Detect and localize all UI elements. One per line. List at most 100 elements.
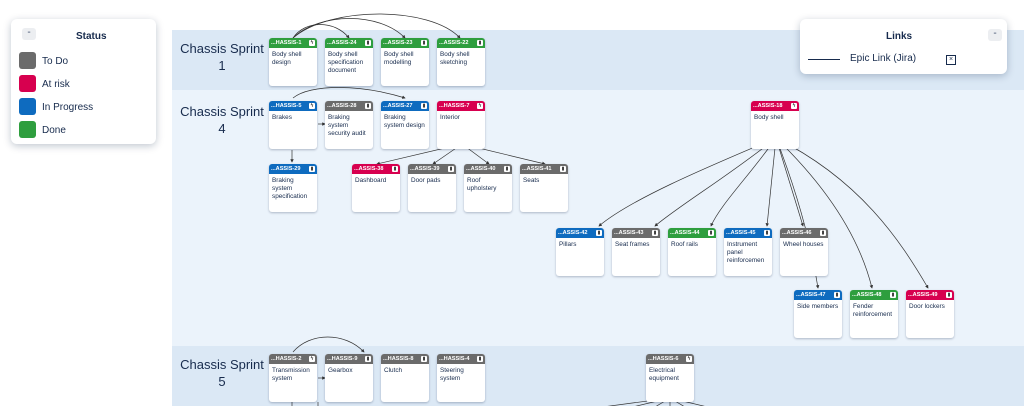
issue-key: ...ASSIS-24	[327, 40, 357, 46]
lightning-icon: ϟ	[686, 356, 692, 362]
issue-key: ...HASSIS-7	[439, 103, 470, 109]
issue-card-chassis-38[interactable]: ...ASSIS-38▮ Dashboard	[352, 164, 400, 212]
legend-label: At risk	[42, 79, 70, 90]
lightning-icon: ϟ	[477, 103, 483, 109]
issue-key: ...ASSIS-49	[908, 292, 938, 298]
card-header: ...ASSIS-43 ▮	[612, 228, 660, 238]
issue-card-chassis-4[interactable]: ...HASSIS-4▮ Steering system	[437, 354, 485, 402]
bookmark-icon: ▮	[652, 230, 658, 236]
issue-card-chassis-29[interactable]: ...ASSIS-29▮ Braking system specificatio…	[269, 164, 317, 212]
bookmark-icon: ▮	[448, 166, 454, 172]
card-header: ...HASSIS-8▮	[381, 354, 429, 364]
issue-title: Brakes	[272, 114, 292, 121]
epic-link-line-sample	[808, 59, 840, 60]
issue-title: Clutch	[384, 367, 403, 374]
issue-card-chassis-28[interactable]: ...ASSIS-28▮ Braking system security aud…	[325, 101, 373, 149]
issue-key: ...ASSIS-41	[522, 166, 552, 172]
issue-card-chassis-43[interactable]: ...ASSIS-43 ▮ Seat frames	[612, 228, 660, 276]
card-header: ...ASSIS-24▮	[325, 38, 373, 48]
card-header: ...ASSIS-47 ▮	[794, 290, 842, 300]
status-swatch	[19, 52, 36, 69]
issue-title: Electrical equipment	[649, 367, 679, 382]
bookmark-icon: ▮	[309, 166, 315, 172]
bookmark-icon: ▮	[820, 230, 826, 236]
issue-title: Door lockers	[909, 303, 945, 310]
issue-key: ...ASSIS-47	[796, 292, 826, 298]
issue-title: Seat frames	[615, 241, 650, 248]
issue-card-chassis-42[interactable]: ...ASSIS-42▮ Pillars	[556, 228, 604, 276]
issue-key: ...ASSIS-43	[614, 230, 644, 236]
card-header: ...ASSIS-49▮	[906, 290, 954, 300]
close-box-icon[interactable]: ×	[946, 55, 956, 65]
epic-link-label: Epic Link (Jira)	[850, 53, 917, 64]
issue-title: Pillars	[559, 241, 577, 248]
issue-card-chassis-47[interactable]: ...ASSIS-47 ▮ Side members	[794, 290, 842, 338]
links-panel-title: Links	[886, 31, 913, 42]
lightning-icon: ϟ	[309, 103, 315, 109]
links-collapse-button[interactable]: -	[988, 29, 1002, 41]
issue-card-chassis-49[interactable]: ...ASSIS-49▮ Door lockers	[906, 290, 954, 338]
issue-card-chassis-40[interactable]: ...ASSIS-40▮ Roof upholstery	[464, 164, 512, 212]
bookmark-icon: ▮	[890, 292, 896, 298]
issue-card-chassis-9[interactable]: ...HASSIS-9▮ Gearbox	[325, 354, 373, 402]
issue-title: Door pads	[411, 177, 441, 184]
status-swatch	[19, 121, 36, 138]
status-legend-panel: - Status To Do At risk In Progress Done	[11, 19, 156, 144]
card-header: ...ASSIS-29▮	[269, 164, 317, 174]
card-header: ...ASSIS-23 ▮	[381, 38, 429, 48]
issue-card-chassis-23[interactable]: ...ASSIS-23▮ Body shell modelling	[381, 38, 429, 86]
bookmark-icon: ▮	[596, 230, 602, 236]
issue-card-chassis-44[interactable]: ...ASSIS-44▮ Roof rails	[668, 228, 716, 276]
issue-card-chassis-39[interactable]: ...ASSIS-39▮ Door pads	[408, 164, 456, 212]
lightning-icon: ϟ	[309, 40, 315, 46]
issue-card-chassis-8[interactable]: ...HASSIS-8▮ Clutch	[381, 354, 429, 402]
issue-title: Braking system specification	[272, 177, 308, 200]
issue-card-chassis-41[interactable]: ...ASSIS-41▮ Seats	[520, 164, 568, 212]
bookmark-icon: ▮	[708, 230, 714, 236]
issue-key: ...ASSIS-27	[383, 103, 413, 109]
issue-card-chassis-24[interactable]: ...ASSIS-24▮ Body shell specification do…	[325, 38, 373, 86]
issue-card-chassis-22[interactable]: ...ASSIS-22▮ Body shell sketching	[437, 38, 485, 86]
issue-card-chassis-48[interactable]: ...ASSIS-48▮ Fender reinforcement	[850, 290, 898, 338]
issue-title: Gearbox	[328, 367, 353, 374]
legend-label: Done	[42, 125, 66, 136]
card-header: ...ASSIS-42▮	[556, 228, 604, 238]
lightning-icon: ϟ	[791, 103, 797, 109]
bookmark-icon: ▮	[477, 356, 483, 362]
bookmark-icon: ▮	[421, 40, 427, 46]
legend-label: In Progress	[42, 102, 94, 113]
issue-key: ...ASSIS-23	[383, 40, 413, 46]
issue-title: Body shell specification document	[328, 51, 364, 74]
issue-title: Transmission system	[272, 367, 310, 382]
issue-key: ...ASSIS-22	[439, 40, 469, 46]
status-swatch	[19, 75, 36, 92]
issue-card-chassis-27[interactable]: ...ASSIS-27▮ Braking system design	[381, 101, 429, 149]
bookmark-icon: ▮	[834, 292, 840, 298]
bookmark-icon: ▮	[421, 356, 427, 362]
issue-card-chassis-45[interactable]: ...ASSIS-45▮ Instrument panel reinforcem…	[724, 228, 772, 276]
issue-title: Side members	[797, 303, 839, 310]
card-header: ...ASSIS-39▮	[408, 164, 456, 174]
issue-title: Wheel houses	[783, 241, 824, 248]
issue-key: ...ASSIS-46	[782, 230, 812, 236]
issue-title: Seats	[523, 177, 540, 184]
status-collapse-button[interactable]: -	[22, 28, 36, 40]
issue-key: ...ASSIS-38	[354, 166, 384, 172]
issue-title: Body shell sketching	[440, 51, 470, 66]
card-header: ...ASSIS-38▮	[352, 164, 400, 174]
bookmark-icon: ▮	[365, 103, 371, 109]
issue-title: Instrument panel reinforcemen	[727, 241, 765, 264]
issue-card-chassis-46[interactable]: ...ASSIS-46 ▮ Wheel houses	[780, 228, 828, 276]
bookmark-icon: ▮	[764, 230, 770, 236]
